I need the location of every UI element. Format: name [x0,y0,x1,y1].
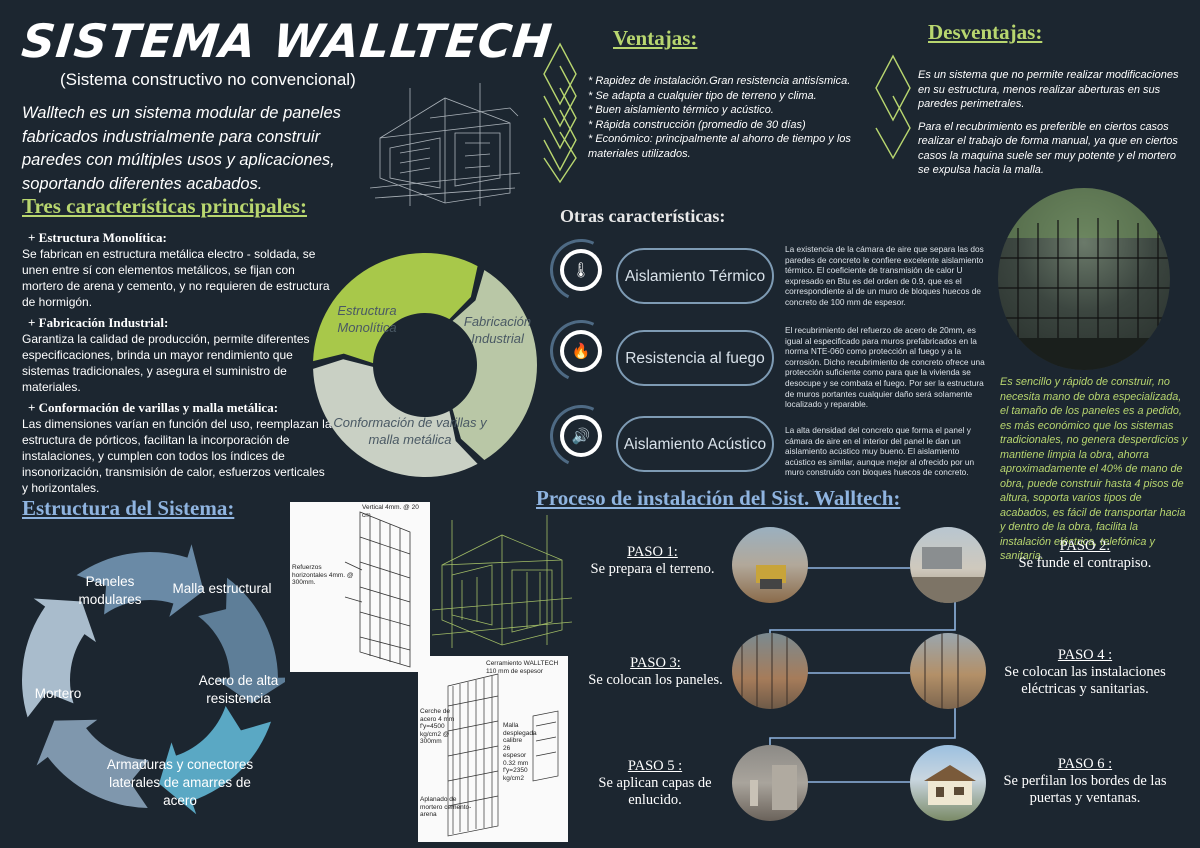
page-subtitle: (Sistema constructivo no convencional) [60,70,356,89]
cycle-arrow-malla [198,577,285,704]
otras-heading: Otras características: [560,206,726,226]
step-photo-5 [732,745,808,821]
ventajas-lateral-text: Es sencillo y rápido de construir, no ne… [1000,376,1188,562]
caracteristicas-heading: Tres características principales: [22,194,307,218]
chevron-stack-icon [875,54,911,160]
caracteristicas-list: + Estructura Monolítica: Se fabrican en … [22,230,332,501]
step-photo-4 [910,633,986,709]
paso-desc: Se colocan las instalaciones eléctricas … [1004,664,1166,697]
caracteristica-desc: Se fabrican en estructura metálica elect… [22,247,330,309]
paso-desc: Se perfilan los bordes de las puertas y … [1003,773,1167,806]
paso-label: PASO 6 : [1057,756,1113,772]
thermometer-icon: 🌡 [560,249,602,291]
cycle-label-malla: Malla estructural [172,581,272,596]
panel-sketch-top: Vertical 4mm. @ 20 cm Refuerzos horizont… [290,502,430,672]
cycle-arrow-paneles [76,544,204,617]
proceso-heading: Proceso de instalación del Sist. Walltec… [536,486,901,510]
caracteristica-title: + Conformación de varillas y malla metál… [28,400,279,415]
ventajas-list: * Rapidez de instalación.Gran resistenci… [588,74,858,161]
cycle-arrow-armaduras [36,719,149,808]
paso-desc: Se aplican capas de enlucido. [598,775,712,808]
paso-1: PASO 1: Se prepara el terreno. [580,544,725,578]
caracteristica-desc: Garantiza la calidad de producción, perm… [22,332,310,394]
cycle-label-acero: Acero de alta resistencia [198,673,279,706]
donut-label-monolitica: Estructura Monolítica [337,303,397,335]
desventaja-item: Para el recubrimiento es preferible en c… [918,120,1178,177]
sketch-label: Vertical 4mm. @ 20 cm [362,504,419,519]
building-sketch-icon [370,83,520,206]
cycle-label-armaduras: Armaduras y conectores laterales de amar… [106,757,254,808]
desventajas-heading: Desventajas: [928,20,1043,44]
otra-pill-fuego: Resistencia al fuego [616,330,774,386]
donut-segment-fabricacion [452,270,537,460]
otra-desc-acustico: La alta densidad del concreto que forma … [785,425,975,478]
cycle-arrow-acero [159,706,272,815]
estructura-heading: Estructura del Sistema: [22,496,235,520]
donut-segment-monolitica [313,253,478,364]
paso-6: PASO 6 : Se perfilan los bordes de las p… [990,756,1180,807]
paso-label: PASO 4 : [1057,647,1113,663]
cycle-label-mortero: Mortero [34,686,82,701]
caracteristica-title: + Fabricación Industrial: [28,315,169,330]
cycle-label-paneles: Paneles modulares [78,574,142,607]
paso-label: PASO 3: [630,655,681,671]
ventaja-item: * Rápida construcción (promedio de 30 dí… [588,118,806,131]
cycle-diagram [21,544,285,815]
caracteristica-desc: Las dimensiones varían en función del us… [22,417,332,495]
construction-photo [998,188,1170,370]
fire-icon: 🔥 [560,330,602,372]
desventaja-item: Es un sistema que no permite realizar mo… [918,69,1179,110]
paso-desc: Se prepara el terreno. [590,561,715,577]
paso-3: PASO 3: Se colocan los paneles. [578,655,733,689]
paso-4: PASO 4 : Se colocan las instalaciones el… [990,647,1180,698]
intro-text: Walltech es un sistema modular de panele… [22,104,341,193]
otra-desc-termico: La existencia de la cámara de aire que s… [785,244,984,307]
cycle-arrow-mortero [21,598,96,718]
sketch-label: Aplanado de mortero cemento-arena [420,796,472,818]
page-title: SISTEMA WALLTECH [19,14,556,68]
otra-desc-fuego: El recubrimiento del refuerzo de acero d… [785,325,985,410]
ventaja-item: * Económico: principalmente al ahorro de… [588,133,851,160]
otra-pill-termico: Aislamiento Térmico [616,248,774,304]
ventaja-item: * Se adapta a cualquier tipo de terreno … [588,89,817,102]
chevron-stack-icon [543,42,577,184]
step-photo-6 [910,745,986,821]
sound-icon: 🔊 [560,415,602,457]
otra-pill-acustico: Aislamiento Acústico [616,416,774,472]
donut-diagram [313,253,537,477]
paso-desc: Se funde el contrapiso. [1018,555,1152,571]
step-photo-3 [732,633,808,709]
panel-sketch-bottom: Cerramiento WALLTECH 110 mm de espesor C… [418,656,568,842]
ventaja-item: * Rapidez de instalación.Gran resistenci… [588,75,851,87]
paso-label: PASO 5 : [627,758,683,774]
sketch-label: Refuerzos horizontales 4mm. @ 300mm. [292,564,354,586]
caracteristica-title: + Estructura Monolítica: [28,230,167,245]
sketch-label: Cerramiento WALLTECH 110 mm de espesor [486,660,559,675]
step-photo-2 [910,527,986,603]
donut-label-fabricacion: Fabricación Industrial [463,314,532,346]
paso-label: PASO 2: [1059,538,1111,554]
wireframe-building-icon [432,515,572,648]
step-photo-1 [732,527,808,603]
donut-label-conformacion: Conformación de varillas y malla metálic… [333,415,487,447]
paso-desc: Se colocan los paneles. [588,672,723,688]
desventajas-list: Es un sistema que no permite realizar mo… [918,68,1186,178]
paso-5: PASO 5 : Se aplican capas de enlucido. [580,758,730,809]
paso-label: PASO 1: [627,544,678,560]
paso-2: PASO 2: Se funde el contrapiso. [990,538,1180,572]
ventajas-heading: Ventajas: [613,26,698,50]
sketch-label: Malla desplegada calibre 26 espesor 0.32… [503,722,537,782]
ventaja-item: * Buen aislamiento térmico y acústico. [588,104,774,116]
donut-segment-conformacion [313,359,478,477]
sketch-label: Cerche de acero 4 mm f'y=4500 kg/cm2 @ 3… [420,708,455,745]
